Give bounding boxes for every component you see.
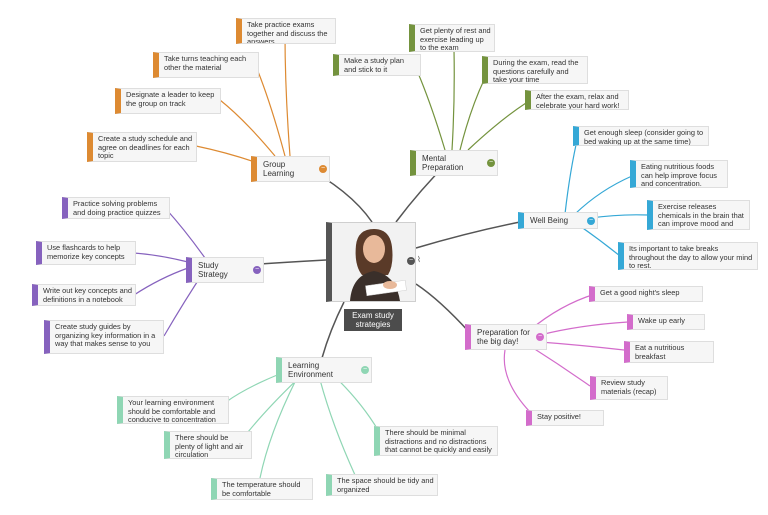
node-relax-celebrate[interactable]: After the exam, relax and celebrate your…: [525, 90, 629, 110]
branch-label: Group Learning: [263, 160, 295, 178]
node-breakfast[interactable]: Eat a nutritious breakfast: [624, 341, 714, 363]
node-good-sleep[interactable]: Get a good night's sleep: [589, 286, 703, 302]
node-minimal-distractions[interactable]: There should be minimal distractions and…: [374, 426, 498, 456]
central-topic-image[interactable]: [326, 222, 416, 302]
node-practice-problems[interactable]: Practice solving problems and doing prac…: [62, 197, 170, 219]
node-review-materials[interactable]: Review study materials (recap): [590, 376, 668, 400]
collapse-icon[interactable]: −: [487, 159, 495, 167]
branch-label: Preparation for the big day!: [477, 328, 530, 346]
central-collapse-icon[interactable]: −: [407, 257, 415, 265]
link-central-learning-environment: [321, 301, 345, 359]
collapse-icon[interactable]: −: [536, 333, 544, 341]
student-studying-icon: [332, 223, 415, 301]
branch-well-being[interactable]: Well Being −: [518, 212, 598, 229]
node-enough-sleep[interactable]: Get enough sleep (consider going to bed …: [573, 126, 709, 146]
collapse-icon[interactable]: −: [253, 266, 261, 274]
collapse-icon[interactable]: −: [319, 165, 327, 173]
node-read-questions[interactable]: During the exam, read the questions care…: [482, 56, 588, 84]
node-comfortable-environment[interactable]: Your learning environment should be comf…: [117, 396, 229, 424]
node-rest-exercise[interactable]: Get plenty of rest and exercise leading …: [409, 24, 495, 52]
node-study-guides[interactable]: Create study guides by organizing key in…: [44, 320, 164, 354]
node-wake-up-early[interactable]: Wake up early: [627, 314, 705, 330]
collapse-icon[interactable]: −: [361, 366, 369, 374]
node-take-breaks[interactable]: Its important to take breaks throughout …: [618, 242, 758, 270]
node-flashcards[interactable]: Use flashcards to help memorize key conc…: [36, 241, 136, 265]
node-practice-exams[interactable]: Take practice exams together and discuss…: [236, 18, 336, 44]
node-study-plan[interactable]: Make a study plan and stick to it: [333, 54, 421, 76]
branch-preparation-big-day[interactable]: Preparation for the big day! −: [465, 324, 547, 350]
branch-learning-environment[interactable]: Learning Environment −: [276, 357, 372, 383]
branch-label: Well Being: [530, 216, 569, 225]
paperclip-icon[interactable]: ⌇: [417, 255, 421, 264]
branch-study-strategy[interactable]: Study Strategy −: [186, 257, 264, 283]
node-stay-positive[interactable]: Stay positive!: [526, 410, 604, 426]
node-take-turns-teaching[interactable]: Take turns teaching each other the mater…: [153, 52, 259, 78]
node-nutritious-foods[interactable]: Eating nutritious foods can help improve…: [630, 160, 728, 188]
node-exercise-chemicals[interactable]: Exercise releases chemicals in the brain…: [647, 200, 750, 230]
node-designate-leader[interactable]: Designate a leader to keep the group on …: [115, 88, 221, 114]
link-central-well-being: [415, 221, 521, 249]
link-central-preparation: [415, 283, 471, 334]
node-tidy-space[interactable]: The space should be tidy and organized: [326, 474, 438, 496]
node-light-air[interactable]: There should be plenty of light and air …: [164, 431, 252, 459]
node-write-concepts[interactable]: Write out key concepts and definitions i…: [32, 284, 136, 306]
node-temperature[interactable]: The temperature should be comfortable: [211, 478, 313, 500]
central-topic-title[interactable]: Exam study strategies: [344, 309, 402, 331]
branch-label: Study Strategy: [198, 261, 228, 279]
branch-label: Learning Environment: [288, 361, 333, 379]
node-study-schedule[interactable]: Create a study schedule and agree on dea…: [87, 132, 197, 162]
branch-label: Mental Preparation: [422, 154, 464, 172]
branch-mental-preparation[interactable]: Mental Preparation −: [410, 150, 498, 176]
branch-group-learning[interactable]: Group Learning −: [251, 156, 330, 182]
link-central-study-strategy: [259, 259, 327, 265]
collapse-icon[interactable]: −: [587, 216, 595, 225]
